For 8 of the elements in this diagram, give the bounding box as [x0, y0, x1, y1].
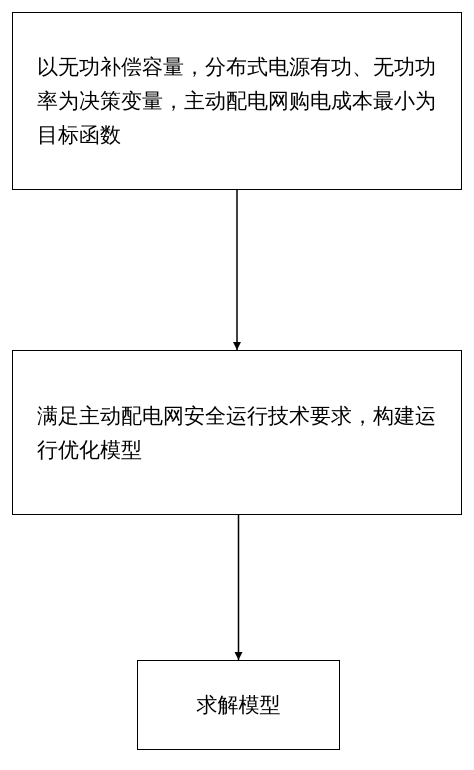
arrow	[234, 515, 242, 660]
process-box	[12, 350, 462, 515]
process-box	[137, 660, 340, 750]
box-text: 求解模型	[196, 692, 280, 719]
box-text: 以无功补偿容量，分布式电源有功、无功功率为决策变量，主动配电网购电成本最小为目标函数	[37, 54, 437, 149]
arrow	[233, 190, 241, 350]
process-box	[12, 12, 462, 190]
box-text: 满足主动配电网安全运行技术要求，构建运行优化模型	[37, 402, 437, 464]
